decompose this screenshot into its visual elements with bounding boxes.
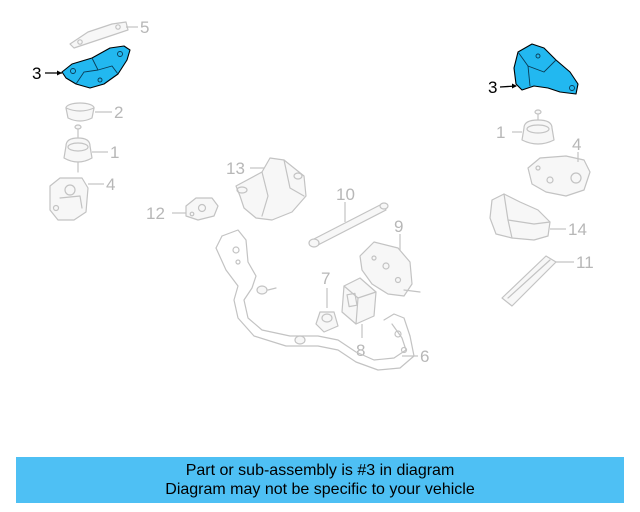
part-7-bolt <box>315 288 339 333</box>
part-2-pad <box>65 102 112 122</box>
callout-4-right[interactable]: 4 <box>572 135 581 154</box>
part-13-bracket <box>235 157 307 221</box>
callout-9[interactable]: 9 <box>394 217 403 236</box>
part-12-plate <box>172 197 219 221</box>
part-3-bracket-right[interactable] <box>513 43 579 95</box>
part-10-rod <box>308 202 389 248</box>
callout-6[interactable]: 6 <box>420 347 429 366</box>
part-4-bracket-right <box>527 152 591 197</box>
callout-1-right[interactable]: 1 <box>496 123 505 142</box>
parts-diagram: 5 3 2 1 4 12 <box>32 18 594 371</box>
callout-2[interactable]: 2 <box>114 103 123 122</box>
callout-3-right[interactable]: 3 <box>488 78 497 97</box>
callout-8[interactable]: 8 <box>356 341 365 360</box>
callout-3-left[interactable]: 3 <box>32 64 41 83</box>
part-8-block <box>341 277 377 338</box>
part-1-mount-right <box>512 109 555 145</box>
info-banner: Part or sub-assembly is #3 in diagram Di… <box>16 457 624 503</box>
part-11-strip <box>501 255 574 307</box>
callout-13[interactable]: 13 <box>226 159 245 178</box>
callout-5[interactable]: 5 <box>140 18 149 37</box>
part-3-bracket-left[interactable] <box>61 45 131 89</box>
part-1-mount-left <box>63 124 108 173</box>
callout-4-left[interactable]: 4 <box>106 175 115 194</box>
callout-11[interactable]: 11 <box>576 253 594 272</box>
callout-10[interactable]: 10 <box>336 185 355 204</box>
part-5-plate <box>69 21 138 49</box>
part-14-bracket <box>489 193 566 241</box>
part-9-plate <box>359 234 421 297</box>
banner-line-2: Diagram may not be specific to your vehi… <box>165 481 475 498</box>
callout-12[interactable]: 12 <box>146 204 165 223</box>
callout-7[interactable]: 7 <box>321 269 330 288</box>
part-6-crossmember <box>215 229 418 371</box>
callout-14[interactable]: 14 <box>568 220 587 239</box>
arrow-3-left <box>57 70 62 76</box>
arrow-3-right <box>512 83 517 89</box>
part-4-bracket-left <box>49 177 104 221</box>
banner-line-1: Part or sub-assembly is #3 in diagram <box>185 462 455 479</box>
callout-1-left[interactable]: 1 <box>110 143 119 162</box>
